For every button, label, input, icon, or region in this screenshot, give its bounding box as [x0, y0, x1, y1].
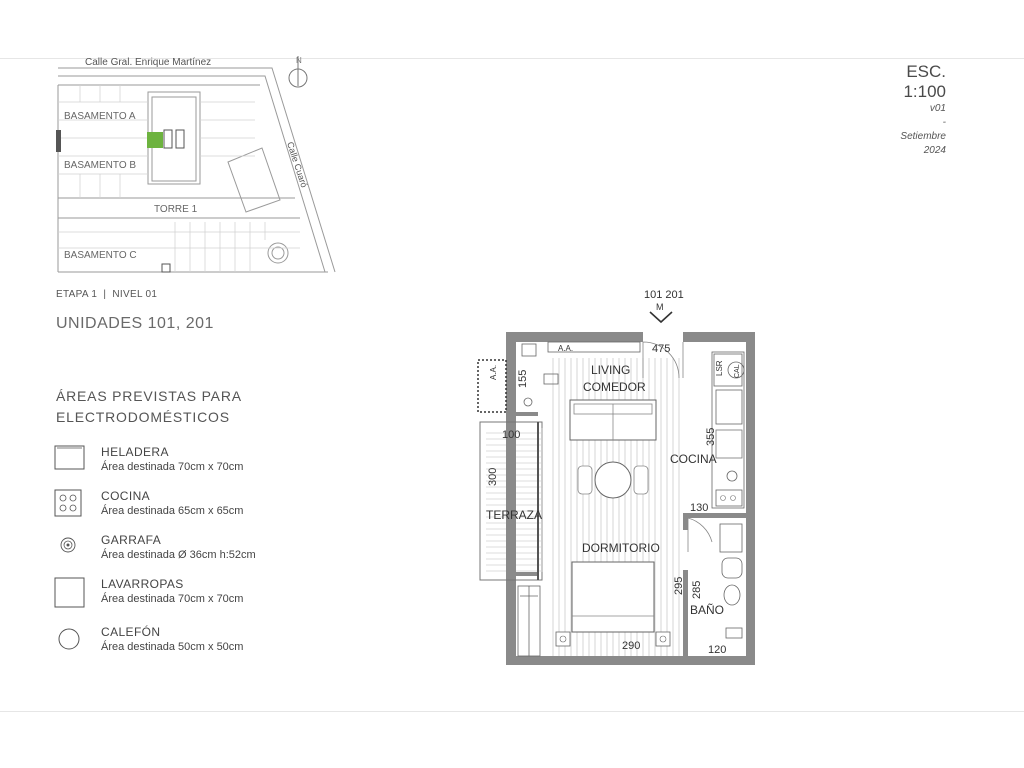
version-label: v01 [929, 103, 946, 114]
kitchen-counter: LSR CAL [711, 351, 745, 509]
room-living-label: LIVING [591, 363, 630, 377]
closet [517, 585, 541, 657]
legend-desc: Área destinada 65cm x 65cm [101, 505, 244, 517]
areas-title-line-2: ELECTRODOMÉSTICOS [56, 409, 230, 425]
dining-table [577, 461, 649, 499]
dim-100: 100 [502, 429, 520, 441]
basamento-b-label: BASAMENTO B [64, 160, 136, 171]
areas-title-line-1: ÁREAS PREVISTAS PARA [56, 388, 242, 404]
basamento-a-label: BASAMENTO A [64, 111, 136, 122]
legend-desc: Área destinada Ø 36cm h:52cm [101, 549, 256, 561]
unit-number-label: 101 201 [644, 289, 684, 301]
legend-garrafa: GARRAFA Área destinada Ø 36cm h:52cm [54, 533, 314, 573]
cal-tag: CAL [734, 364, 741, 378]
dim-300: 300 [487, 468, 499, 486]
aa-side-tag: A.A. [489, 365, 498, 380]
washer-icon [54, 577, 85, 608]
dim-475: 475 [652, 343, 670, 355]
unidades-title: UNIDADES 101, 201 [56, 315, 214, 332]
legend-cocina: COCINA Área destinada 65cm x 65cm [54, 489, 314, 529]
lsr-tag: LSR [715, 360, 724, 376]
sofa [569, 399, 657, 441]
legend-name: CALEFÓN [101, 625, 161, 639]
legend-name: GARRAFA [101, 533, 162, 547]
north-label: N [296, 56, 302, 65]
legend-lavarropas: LAVARROPAS Área destinada 70cm x 70cm [54, 577, 314, 617]
unit-highlight [147, 132, 163, 148]
legend-name: LAVARROPAS [101, 577, 184, 591]
dim-285: 285 [691, 581, 703, 599]
dim-290: 290 [622, 640, 640, 652]
room-dormitorio-label: DORMITORIO [582, 541, 660, 555]
scale-value: 1:100 [903, 82, 946, 101]
room-cocina-label: COCINA [670, 452, 717, 466]
dim-130: 130 [690, 502, 708, 514]
water-heater-icon [58, 628, 80, 650]
exterior-ac-unit: A.A. [477, 359, 507, 413]
separator-dash: - [942, 117, 946, 128]
entrance: 101 201 M [642, 289, 684, 379]
areas-title: ÁREAS PREVISTAS PARA ELECTRODOMÉSTICOS [56, 386, 242, 428]
date-year: 2024 [923, 145, 946, 156]
entry-mark-label: M [656, 302, 664, 312]
legend-desc: Área destinada 70cm x 70cm [101, 461, 244, 473]
bathroom-fixtures [719, 523, 743, 639]
legend-desc: Área destinada 50cm x 50cm [101, 641, 244, 653]
aa-top-tag: A.A. [558, 344, 573, 353]
legend-desc: Área destinada 70cm x 70cm [101, 593, 244, 605]
room-terraza-label: TERRAZA [486, 508, 542, 522]
room-bano-label: BAÑO [690, 603, 724, 617]
gas-cylinder-icon [60, 537, 76, 553]
scale-label: ESC. [906, 62, 946, 81]
bed [555, 561, 671, 647]
basamento-c-label: BASAMENTO C [64, 250, 137, 261]
legend-calefon: CALEFÓN Área destinada 50cm x 50cm [54, 625, 314, 665]
dim-155: 155 [517, 370, 529, 388]
room-comedor-label: COMEDOR [583, 380, 646, 394]
dim-120: 120 [708, 644, 726, 656]
etapa-nivel-label: ETAPA 1 | NIVEL 01 [56, 289, 158, 300]
site-plan: N Calle Gral. Enrique Martínez Calle Cua… [56, 56, 336, 273]
date-month: Setiembre [900, 131, 946, 142]
legend-heladera: HELADERA Área destinada 70cm x 70cm [54, 445, 314, 485]
scale-block: ESC. 1:100 v01 - Setiembre 2024 [880, 62, 946, 158]
legend-name: COCINA [101, 489, 151, 503]
fridge-icon [54, 445, 85, 470]
legend-name: HELADERA [101, 445, 169, 459]
stove-icon [54, 489, 82, 517]
dim-355: 355 [705, 428, 717, 446]
street-top-label: Calle Gral. Enrique Martínez [85, 57, 211, 68]
dim-295: 295 [673, 577, 685, 595]
north-arrow: N [288, 56, 308, 88]
torre-1-label: TORRE 1 [154, 204, 198, 215]
floor-plan: A.A. A.A. 101 201 M LSR CAL [477, 289, 755, 665]
